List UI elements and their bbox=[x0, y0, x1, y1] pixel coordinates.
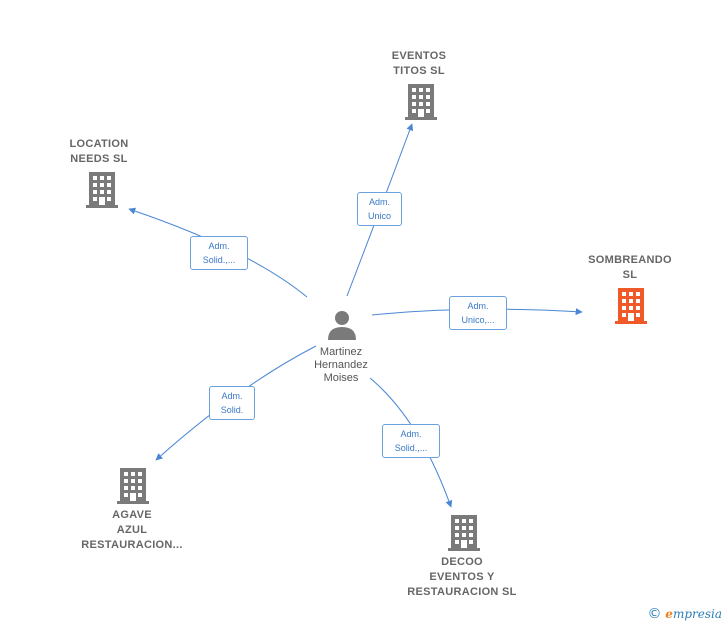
relation-label-agave[interactable]: Adm. Solid. bbox=[209, 386, 255, 420]
company-label-eventos-titos[interactable]: EVENTOS TITOS SL bbox=[391, 50, 447, 77]
company-label-decoo[interactable]: DECOO EVENTOS Y RESTAURACION SL bbox=[407, 556, 517, 598]
person-icon[interactable] bbox=[327, 309, 357, 341]
brand-initial: e bbox=[665, 607, 673, 621]
relation-label-decoo[interactable]: Adm. Solid.,... bbox=[382, 424, 440, 458]
person-name[interactable]: Martinez Hernandez Moises bbox=[314, 346, 368, 384]
company-label-agave[interactable]: AGAVE AZUL RESTAURACION... bbox=[81, 509, 183, 551]
building-icon[interactable] bbox=[405, 84, 437, 120]
brand-footer[interactable]: © empresia bbox=[647, 606, 722, 622]
building-icon[interactable] bbox=[117, 468, 149, 504]
building-icon[interactable] bbox=[615, 288, 647, 324]
relation-label-location-needs[interactable]: Adm. Solid.,... bbox=[190, 236, 248, 270]
company-label-location-needs[interactable]: LOCATION NEEDS SL bbox=[69, 138, 129, 165]
brand-name: mpresia bbox=[672, 607, 722, 621]
relation-label-sombreando[interactable]: Adm. Unico,... bbox=[449, 296, 507, 330]
building-icon[interactable] bbox=[86, 172, 118, 208]
company-label-sombreando[interactable]: SOMBREANDO SL bbox=[588, 254, 672, 281]
building-icon[interactable] bbox=[448, 515, 480, 551]
relation-label-eventos-titos[interactable]: Adm. Unico bbox=[357, 192, 402, 226]
copyright-icon: © bbox=[647, 606, 662, 622]
